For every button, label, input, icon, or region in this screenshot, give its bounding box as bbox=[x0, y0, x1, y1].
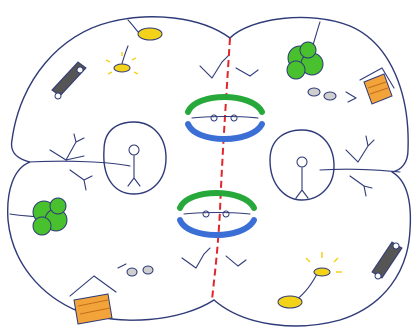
quad-outline bbox=[8, 17, 411, 326]
car-icon bbox=[52, 62, 86, 99]
person-icon bbox=[104, 122, 166, 194]
rocks-icon bbox=[118, 264, 153, 276]
lamp-icon bbox=[106, 20, 162, 74]
tree-icon bbox=[287, 22, 323, 79]
tree-icon bbox=[10, 198, 67, 235]
center-divider bbox=[212, 38, 230, 300]
branch-icon bbox=[182, 248, 246, 268]
rocks-icon bbox=[308, 88, 356, 102]
car-icon bbox=[372, 242, 402, 279]
lamp-icon bbox=[278, 252, 342, 308]
person-icon bbox=[270, 130, 334, 200]
leaf-icon bbox=[180, 193, 254, 235]
branch-icon bbox=[346, 136, 374, 196]
house-icon bbox=[70, 276, 116, 324]
house-icon bbox=[360, 68, 394, 104]
